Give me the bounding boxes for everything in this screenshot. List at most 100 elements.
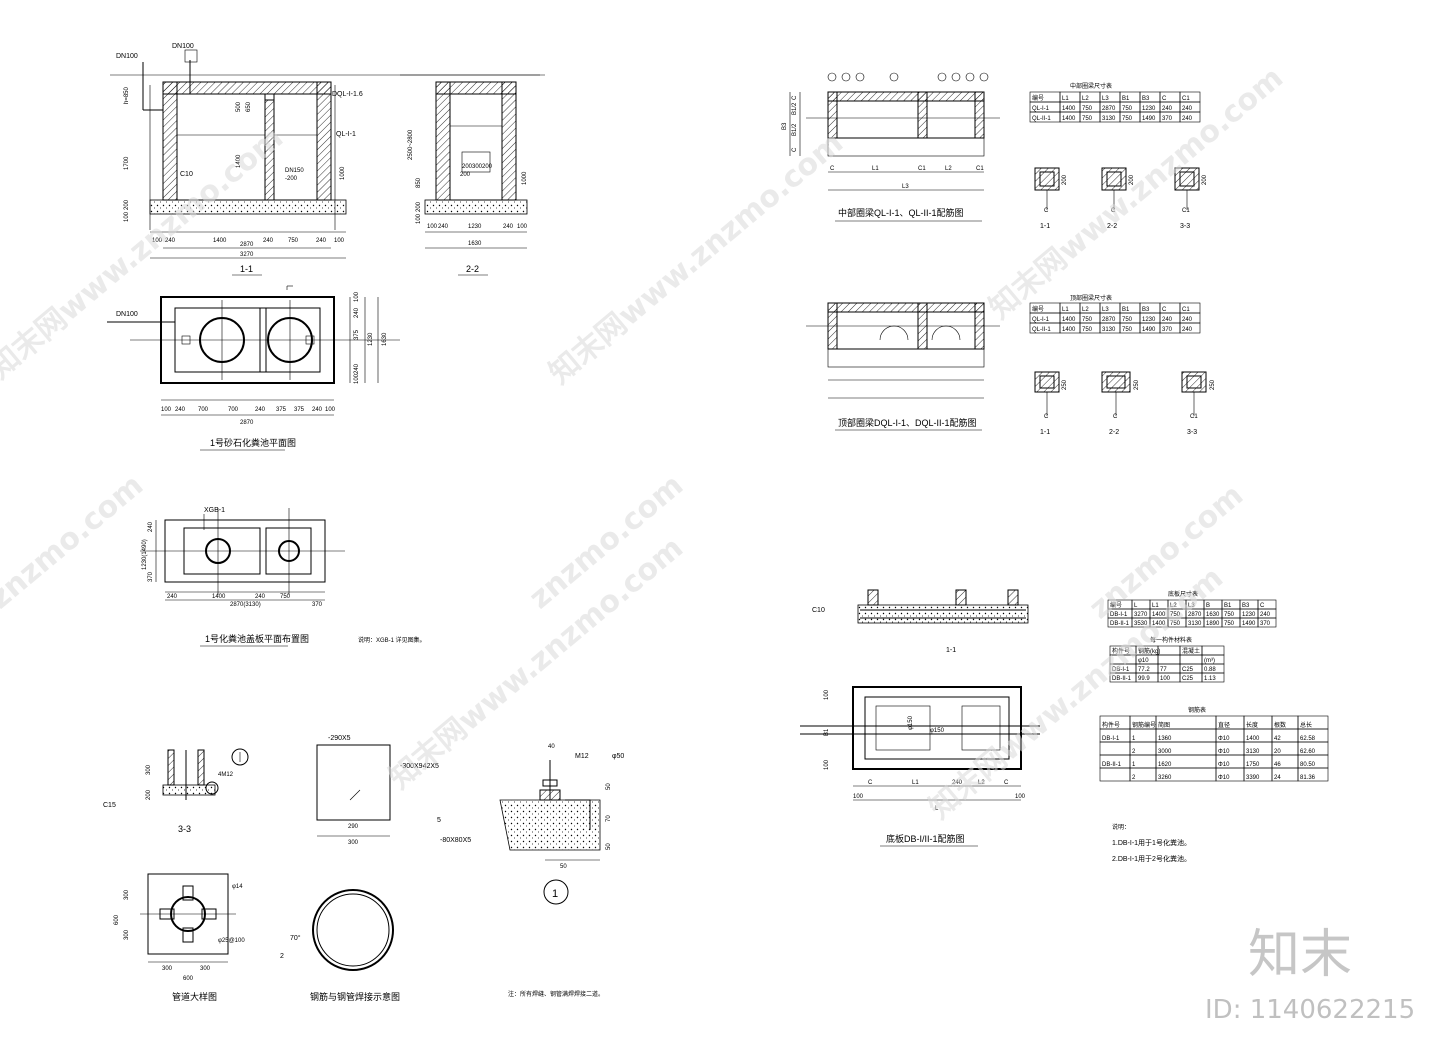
- slab-size-cell: DB-I-1: [1110, 612, 1128, 618]
- slab-rebar-cell: Φ10: [1218, 775, 1230, 781]
- d33-label-4m12: 4M12: [218, 772, 234, 778]
- dim-b-1: 240: [165, 238, 176, 244]
- bt-table-cell: 编号: [1032, 305, 1044, 313]
- d33-label-c15: C15: [103, 802, 116, 809]
- dim22-l-1: 850: [416, 177, 422, 188]
- plan1-b-3: 700: [228, 407, 239, 413]
- dim-total-2870: 2870: [240, 242, 254, 248]
- section-2-2: 100 240 200 1230 240 100 1630 2500~2800 …: [400, 74, 545, 276]
- slab-size-cell: L2: [1170, 603, 1177, 609]
- dim-i-1: 1400: [236, 154, 242, 168]
- bm-table-cell: 编号: [1032, 94, 1044, 102]
- d1-dim-3: 50: [606, 843, 612, 850]
- watermark-layer: 知末网www.znzmo.com 知末网www.znzmo.com znzmo.…: [0, 60, 1415, 1025]
- dplan-dim-1: 300: [124, 929, 130, 940]
- cover-label: XGB-1: [204, 507, 225, 514]
- title-detail-1: 1: [552, 888, 558, 900]
- bt-sec-2: 3-3: [1187, 429, 1197, 436]
- plan1-dn100: DN100: [116, 311, 138, 318]
- d1-label-1: φ50: [612, 753, 624, 760]
- slab-mat-cell-border: [1157, 645, 1181, 656]
- slab-mat-cell: 77.2: [1138, 667, 1150, 673]
- title-beam-mid: 中部圈梁QL-I-1、QL-II-1配筋图: [838, 207, 964, 218]
- dim22-b-3: 1230: [468, 224, 482, 230]
- bm-l-0: C: [792, 95, 798, 100]
- slab-rebar-cell: 1620: [1158, 762, 1172, 768]
- slab-size-cell: DB-II-1: [1110, 621, 1130, 627]
- slab-rebar-cell: 62.60: [1300, 749, 1316, 755]
- dplan-dim-5: 600: [183, 976, 194, 982]
- slab-size-cell: 370: [1260, 621, 1271, 627]
- bm-dim-4: C1: [976, 166, 984, 172]
- ring-label-0: 70°: [290, 934, 301, 942]
- slab-size-cell: 3130: [1188, 621, 1202, 627]
- slab-mat-cell-border: [1201, 645, 1225, 656]
- bt-table-cell: 370: [1162, 327, 1173, 333]
- slab-rebar-cell-border: [1099, 741, 1131, 756]
- plan1-b-0: 100: [161, 407, 172, 413]
- slab-note-1: 2.DB-I-1用于2号化粪池。: [1112, 854, 1191, 863]
- slab-c10: C10: [812, 607, 825, 614]
- d1-label-0: M12: [575, 753, 589, 760]
- bt-sec-0: 1-1: [1040, 429, 1050, 436]
- slab-phi-1: φ150: [930, 728, 945, 734]
- dim22-b-4: 240: [503, 224, 514, 230]
- slab-size-cell: L3: [1188, 603, 1195, 609]
- dim-l-3: 100: [124, 211, 130, 222]
- cover-l-1: 1230(1490): [142, 539, 148, 570]
- slab-rebar-cell: 3390: [1246, 775, 1260, 781]
- label-ql: QL-I-1: [336, 131, 356, 138]
- bm-table-cell: 240: [1182, 106, 1193, 112]
- bm-table-cell: C: [1162, 96, 1167, 102]
- plate-dim-1: 300: [348, 840, 359, 846]
- slab-size-cell: 240: [1260, 612, 1271, 618]
- dplan-dim-3: 300: [162, 966, 173, 972]
- label-dn150: DN150: [285, 168, 304, 174]
- beam-mid: C L1 C1 L2 C1 L3 C B1/2 B3 B1/2 C 中部圈梁QL…: [782, 72, 1208, 230]
- bt-table-cell: 240: [1182, 317, 1193, 323]
- bt-table-cell: L3: [1102, 307, 1109, 313]
- title-beam-top: 顶部圈梁DQL-I-1、DQL-II-1配筋图: [838, 417, 977, 428]
- detail-1: M12 φ50 -80X80X5 5 40 50 70 50 50 1 注：所有…: [437, 744, 624, 998]
- slab-size-cell: 750: [1170, 612, 1181, 618]
- slab-b-5: C: [1004, 780, 1009, 786]
- watermark-6: 知末网www.znzmo.com: [383, 530, 690, 796]
- d1-dim-0: 40: [548, 744, 555, 750]
- slab-rebar-cell: 钢筋编号: [1132, 721, 1156, 729]
- slab-rebar-cell: 24: [1274, 775, 1281, 781]
- slab-rebar-cell: 1750: [1246, 762, 1260, 768]
- dplan-dim-4: 300: [200, 966, 211, 972]
- slab-rebar-cell: 1400: [1246, 736, 1260, 742]
- dim22-r-0: 1000: [522, 171, 528, 185]
- bt-sec-1: 2-2: [1109, 429, 1119, 436]
- slab-b-3: 240: [952, 780, 963, 786]
- slab-notes-title: 说明：: [1112, 823, 1130, 831]
- dim22-b-2: 200: [460, 172, 471, 178]
- slab-rebar-cell: DB-I-1: [1102, 736, 1120, 742]
- slab-size-cell: L1: [1152, 603, 1159, 609]
- plan1-r-2: 375: [354, 329, 360, 340]
- title-2-2: 2-2: [466, 264, 479, 274]
- slab-rebar-cell: 42: [1274, 736, 1281, 742]
- plan1-b-2: 700: [198, 407, 209, 413]
- detail-3-3: C15 4M12 300 200 3-3: [103, 748, 249, 834]
- slab-mat-cell: DB-I-1: [1112, 667, 1130, 673]
- slab-l-2: 100: [824, 759, 830, 770]
- bt-sections: 250 250 250 C C C1 1-1 2-2 3-3: [1034, 371, 1216, 436]
- bm-sec-2: 3-3: [1180, 223, 1190, 230]
- plan-1: DN100 100 240 700 700 240 375 375 240 10…: [107, 285, 400, 451]
- slab-size-title: 底板尺寸表: [1168, 590, 1198, 598]
- bt-sd-5: C1: [1190, 414, 1198, 420]
- slab-size-cell: 3530: [1134, 621, 1148, 627]
- dplan-label-1: φ25@100: [218, 938, 245, 944]
- bm-sd-3: C: [1044, 208, 1049, 214]
- slab-rebar-cell: 3130: [1246, 749, 1260, 755]
- slab-size-cell: B1: [1224, 603, 1232, 609]
- cover-total: 2870(3130): [230, 602, 261, 608]
- bt-table-cell: L2: [1082, 307, 1089, 313]
- bm-sd-1: 200: [1129, 174, 1135, 185]
- slab-size-cell: 1630: [1206, 612, 1220, 618]
